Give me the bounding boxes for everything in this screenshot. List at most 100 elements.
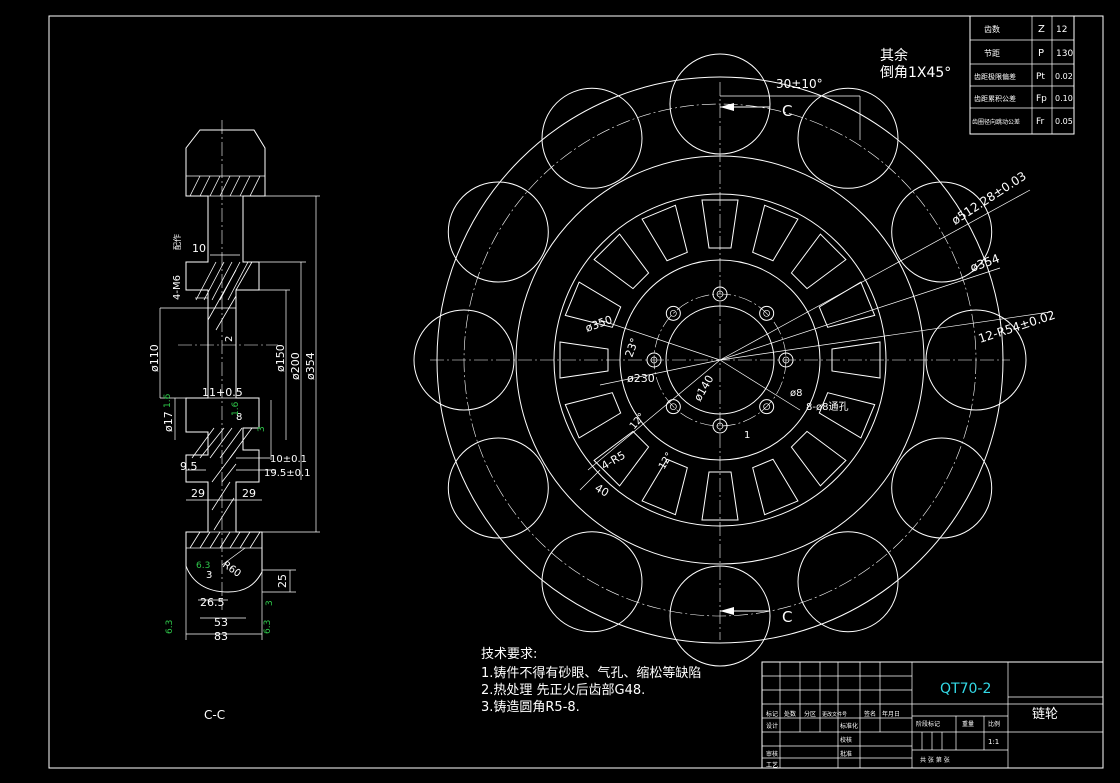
dim-r60: R60	[220, 559, 242, 579]
web-slot	[790, 233, 847, 290]
dim-10: 10	[192, 242, 206, 255]
bolt-hole-inner	[669, 403, 677, 411]
dim-8: 8	[236, 412, 242, 423]
svg-text:齿距累积公差: 齿距累积公差	[974, 94, 1016, 103]
dim-phi354-front: ø354	[968, 251, 1001, 275]
tech-item-2: 2.热处理 先正火后齿部G48.	[481, 683, 645, 698]
svg-text:年月日: 年月日	[882, 710, 900, 718]
web-slot	[559, 341, 609, 379]
svg-text:标记: 标记	[766, 710, 778, 718]
dim-12-a: 12°	[628, 411, 648, 432]
svg-text:P: P	[1038, 48, 1044, 59]
dim-phi354: ø354	[304, 352, 317, 380]
web-slot	[818, 281, 876, 328]
dim-2: 2	[224, 336, 235, 342]
dim-pei-zuo: 配作	[172, 234, 182, 250]
dim-4-r5: 4-R5	[599, 449, 628, 473]
tech-title: 技术要求:	[481, 647, 537, 662]
web-slot	[641, 204, 688, 262]
roller-pocket	[447, 181, 549, 283]
dim-phi8: ø8	[790, 388, 802, 399]
svg-text:0.02: 0.02	[1055, 72, 1073, 81]
parameter-table: 齿数 Z 12 节距 P 130 齿距极限偏差 Pt 0.02 齿距累积公差 F…	[969, 15, 1075, 135]
svg-text:设计: 设计	[766, 722, 778, 730]
svg-text:C: C	[782, 102, 792, 120]
part-name: 链轮	[1032, 707, 1058, 722]
svg-text:比例: 比例	[988, 720, 1000, 728]
dim-25: 25	[276, 574, 289, 588]
bolt-hole	[665, 399, 681, 415]
svg-text:分区: 分区	[804, 710, 816, 718]
roughness-3: 1.6	[231, 401, 241, 416]
web-slots	[559, 199, 881, 521]
svg-text:Pt: Pt	[1036, 72, 1045, 82]
dim-phi512: ø512.28±0.03	[949, 169, 1029, 228]
dim-phi350: ø350	[584, 313, 615, 335]
web-slot	[831, 341, 881, 379]
dim-3-bottom: 3	[206, 570, 212, 581]
dim-12-b: 12°	[657, 451, 675, 472]
dim-phi230: ø230	[627, 372, 655, 385]
hatch-hub-upper	[195, 261, 253, 331]
web-slot	[752, 458, 799, 516]
roughness-6: 6.3	[263, 620, 273, 634]
bolt-hole-inner	[763, 403, 771, 411]
roller-pocket	[447, 437, 549, 539]
dim-4-m6: 4-M6	[172, 275, 183, 300]
dim-phi17: ø17	[162, 411, 175, 432]
dim-phi150: ø150	[274, 344, 287, 372]
notes: 其余 倒角1X45° 技术要求: 1.铸件不得有砂眼、气孔、缩松等缺陷 2.热处…	[481, 47, 951, 715]
dim-40: 40	[593, 481, 612, 499]
roller-pocket	[541, 87, 643, 189]
web-slot	[564, 392, 622, 439]
material: QT70-2	[940, 681, 991, 697]
svg-text:齿距极限偏差: 齿距极限偏差	[974, 72, 1016, 81]
note-chamfer: 倒角1X45°	[880, 65, 951, 81]
front-view: C C 30±10° ø512.28±0.03 ø354 12-R54±0.02…	[413, 53, 1057, 667]
svg-text:批准: 批准	[840, 750, 852, 758]
roller-pocket	[797, 531, 899, 633]
svg-text:共 张 第 张: 共 张 第 张	[920, 756, 950, 764]
roller-pocket	[797, 87, 899, 189]
dim-29-right: 29	[242, 487, 256, 500]
roughness-4: 6.3	[196, 561, 210, 571]
web-slot	[564, 281, 622, 328]
bolt-hole-inner	[763, 309, 771, 317]
dim-phi140: ø140	[691, 373, 716, 404]
svg-text:0.10: 0.10	[1055, 94, 1073, 103]
scale-value: 1:1	[988, 738, 999, 746]
dim-12-r54: 12-R54±0.02	[977, 308, 1057, 346]
svg-text:签名: 签名	[864, 710, 876, 718]
dim-10-01: 10±0.1	[270, 454, 307, 465]
svg-text:工艺: 工艺	[766, 761, 778, 769]
svg-text:校核: 校核	[840, 736, 852, 744]
roughness-5: 6.3	[165, 620, 175, 634]
roller-pocket	[891, 181, 993, 283]
section-marker-top: C	[720, 102, 792, 120]
note-remaining: 其余	[880, 47, 908, 64]
front-leaders	[579, 95, 1051, 491]
section-marker-bottom: C	[720, 607, 792, 626]
roughness-2: 3	[257, 426, 267, 432]
drawing-frame	[48, 15, 1104, 769]
svg-text:处数: 处数	[784, 710, 796, 718]
bolt-hole	[759, 305, 775, 321]
svg-text:标准化: 标准化	[840, 722, 858, 730]
dim-1: 1	[744, 430, 750, 441]
dim-83: 83	[214, 630, 228, 643]
section-dimension-lines	[159, 195, 320, 640]
dim-26-5: 26.5	[200, 596, 225, 609]
bolt-hole	[759, 399, 775, 415]
roller-pocket	[891, 437, 993, 539]
dim-19-5: 19.5±0.1	[264, 468, 311, 479]
svg-text:齿数: 齿数	[984, 24, 1000, 34]
section-label: C-C	[204, 708, 225, 722]
svg-text:C: C	[782, 608, 792, 626]
svg-text:重量: 重量	[962, 720, 974, 728]
web-slot	[593, 430, 650, 487]
dim-30: 30±10°	[776, 77, 823, 91]
web-slot	[752, 204, 799, 262]
svg-text:更改文件号: 更改文件号	[822, 711, 847, 718]
